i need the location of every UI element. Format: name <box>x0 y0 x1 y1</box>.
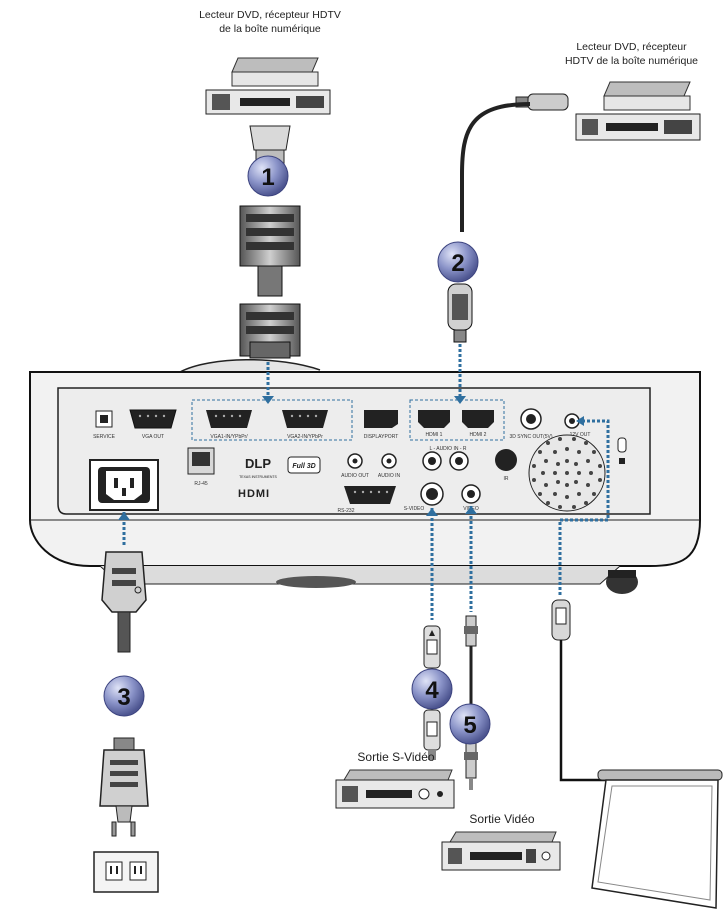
audio-in-port: AUDIO IN <box>378 453 401 479</box>
video-out-label: Sortie Vidéo <box>469 812 535 826</box>
callout-3-number: 3 <box>117 684 130 711</box>
audio-out-port: AUDIO OUT <box>341 453 369 479</box>
power-cable <box>99 551 149 837</box>
dvd-player-right-icon <box>575 81 701 141</box>
source-right-label-line2: HDTV de la boîte numérique <box>564 55 699 67</box>
out-12v-port-label: 12V OUT <box>570 432 591 438</box>
audio-l-port <box>422 451 442 471</box>
rj45-port-label: RJ-45 <box>194 481 208 487</box>
audio-lr-label: L - AUDIO IN - R <box>429 446 466 452</box>
audio-out-port-label: AUDIO OUT <box>341 473 369 479</box>
trigger-cable <box>551 599 612 782</box>
rj45-port: RJ-45 <box>187 447 215 487</box>
ir-sensor: IR <box>495 449 517 482</box>
ti-logo-text: TEXAS INSTRUMENTS <box>239 475 277 479</box>
source-right-label: Lecteur DVD, récepteur HDTV de la boîte … <box>544 40 719 68</box>
callout-1-number: 1 <box>261 164 274 191</box>
connection-guides <box>122 344 610 620</box>
callout-5-number: 5 <box>463 712 476 739</box>
full3d-logo-text: Full 3D <box>292 463 315 470</box>
callout-3: 3 <box>103 675 145 717</box>
svideo-cable <box>423 625 441 760</box>
audio-in-port-label: AUDIO IN <box>378 473 401 479</box>
connection-arrowheads <box>118 396 584 520</box>
callout-4: 4 <box>411 668 453 710</box>
displayport-port-label: DISPLAYPORT <box>364 434 399 440</box>
svideo-port-label: S-VIDEO <box>404 506 425 512</box>
vga-out-port: VGA OUT <box>129 409 177 440</box>
sync-3d-port-label: 3D SYNC OUT(5V) <box>509 434 552 440</box>
hdmi-logo-text: HDMI <box>238 488 270 500</box>
video-cable <box>464 615 478 790</box>
hdmi1-port: HDMI 1 <box>418 410 450 438</box>
full3d-logo: Full 3D <box>287 456 321 474</box>
hdmi2-port: HDMI 2 <box>462 410 494 438</box>
rs232-port: RS-232 <box>338 486 396 514</box>
dvd-player-top-icon <box>205 57 331 115</box>
source-top-label-line1: Lecteur DVD, récepteur HDTV <box>199 9 341 21</box>
source-right-label-line1: Lecteur DVD, récepteur <box>576 41 687 53</box>
power-socket <box>89 459 159 511</box>
svideo-port: S-VIDEO <box>404 482 444 512</box>
speaker-grille <box>528 434 606 512</box>
vga2-in-port-label: VGA2-IN/YPbPr <box>287 434 323 440</box>
vga2-in-port: VGA2-IN/YPbPr <box>282 410 328 440</box>
hdmi2-port-label: HDMI 2 <box>470 432 487 438</box>
callout-5: 5 <box>449 703 491 745</box>
ir-sensor-label: IR <box>504 476 509 482</box>
vga-in-group-outline <box>191 399 353 441</box>
svideo-out-label: Sortie S-Vidéo <box>357 750 435 764</box>
callout-2-number: 2 <box>451 250 464 277</box>
wall-outlet-icon <box>93 851 159 893</box>
video-out-device-icon <box>441 831 561 871</box>
projection-screen-icon <box>591 769 723 909</box>
sync-3d-port: 3D SYNC OUT(5V) <box>509 408 553 440</box>
callout-1: 1 <box>247 155 289 197</box>
hdmi-cable <box>447 93 569 343</box>
vga1-in-port: VGA1-IN/YPbPr/ <box>206 410 252 440</box>
hdmi1-port-label: HDMI 1 <box>426 432 443 438</box>
source-top-label: Lecteur DVD, récepteur HDTV de la boîte … <box>160 8 380 36</box>
service-port: SERVICE <box>93 410 116 440</box>
svideo-out-device-icon <box>335 769 455 809</box>
audio-r-port <box>449 451 469 471</box>
dlp-logo: DLP TEXAS INSTRUMENTS <box>239 456 277 479</box>
callout-2: 2 <box>437 241 479 283</box>
kensington-lock-icon <box>617 437 627 464</box>
displayport-port: DISPLAYPORT <box>364 410 399 440</box>
vga1-in-port-label: VGA1-IN/YPbPr/ <box>210 434 248 440</box>
callout-4-number: 4 <box>425 677 439 704</box>
service-port-label: SERVICE <box>93 434 116 440</box>
source-top-label-line2: de la boîte numérique <box>219 23 321 35</box>
rs232-port-label: RS-232 <box>338 508 355 514</box>
dlp-logo-text: DLP <box>245 456 271 471</box>
vga-out-port-label: VGA OUT <box>142 434 164 440</box>
